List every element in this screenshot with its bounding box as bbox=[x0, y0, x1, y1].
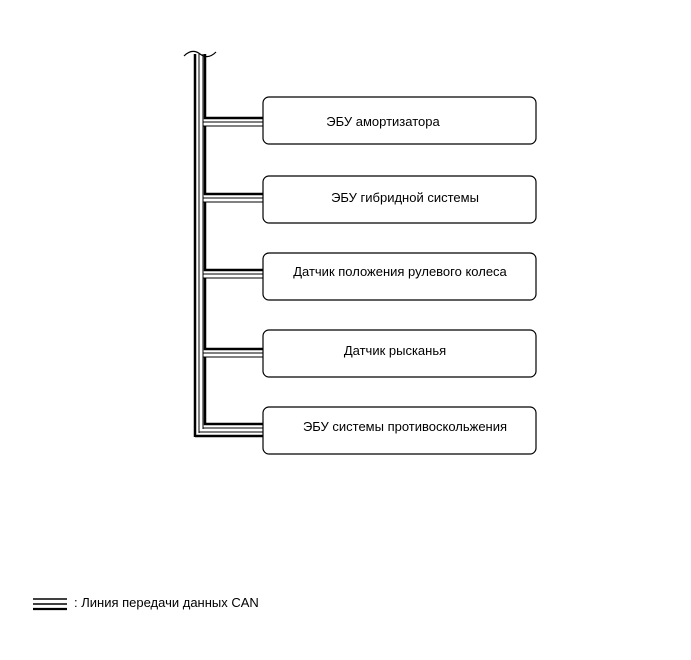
can-branch-5 bbox=[203, 357, 263, 429]
can-bus-trunk bbox=[183, 50, 263, 438]
node-label: ЭБУ амортизатора bbox=[326, 114, 440, 129]
node-yaw-rate-sensor: Датчик рысканья bbox=[262, 329, 537, 378]
node-label: Датчик положения рулевого колеса bbox=[293, 264, 507, 279]
legend: : Линия передачи данных CAN bbox=[33, 595, 259, 611]
node-label: ЭБУ системы противоскольжения bbox=[303, 419, 507, 434]
legend-label: : Линия передачи данных CAN bbox=[74, 595, 259, 610]
can-branch-4 bbox=[203, 278, 263, 358]
node-skid-control-ecu: ЭБУ системы противоскольжения bbox=[262, 406, 537, 455]
node-label: ЭБУ гибридной системы bbox=[331, 190, 479, 205]
node-label: Датчик рысканья bbox=[344, 343, 446, 358]
can-branch-2 bbox=[203, 126, 263, 203]
node-shock-absorber-ecu: ЭБУ амортизатора bbox=[262, 96, 537, 145]
node-hybrid-system-ecu: ЭБУ гибридной системы bbox=[262, 175, 537, 224]
can-branch-1 bbox=[203, 54, 263, 127]
can-line-legend-icon bbox=[33, 598, 67, 611]
can-branch-3 bbox=[203, 202, 263, 279]
node-steering-angle-sensor: Датчик положения рулевого колеса bbox=[262, 252, 537, 301]
